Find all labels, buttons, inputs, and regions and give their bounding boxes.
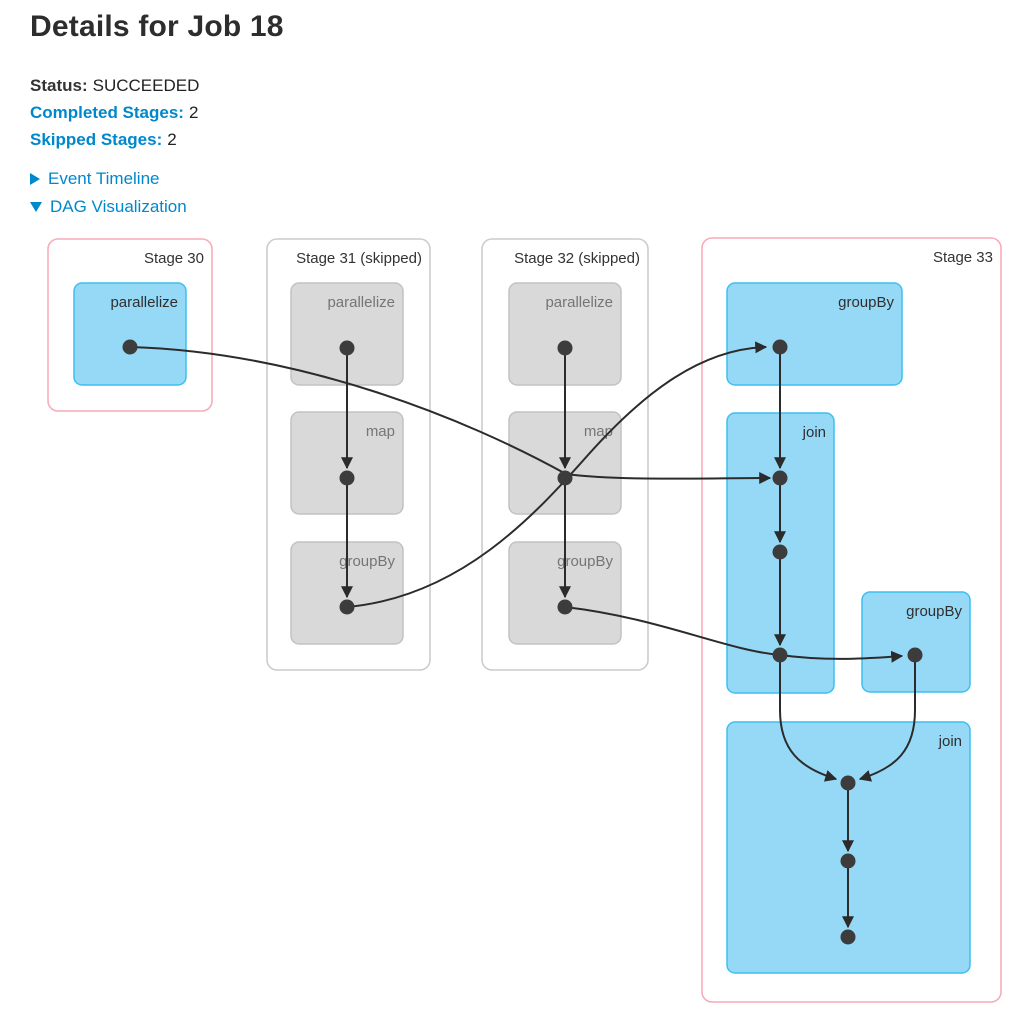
skipped-stages-row: Skipped Stages:2 [30, 126, 199, 153]
skipped-stages-value: 2 [167, 130, 177, 149]
rdd-dot [840, 853, 856, 869]
rdd-dot [840, 775, 856, 791]
collapsible-sections: Event Timeline DAG Visualization [30, 165, 187, 221]
dag-visualization-toggle[interactable]: DAG Visualization [30, 193, 187, 221]
rdd-node-label: join [802, 424, 826, 441]
rdd-dot [772, 647, 788, 663]
rdd-node-label: join [938, 733, 962, 750]
rdd-node-label: groupBy [838, 294, 894, 311]
rdd-node-label: parallelize [545, 294, 613, 311]
rdd-node-label: parallelize [327, 294, 395, 311]
event-timeline-toggle[interactable]: Event Timeline [30, 165, 187, 193]
rdd-dot [122, 339, 138, 355]
rdd-dot [339, 470, 355, 486]
rdd-dot [772, 544, 788, 560]
rdd-dot [339, 599, 355, 615]
completed-stages-value: 2 [188, 103, 199, 122]
event-timeline-label: Event Timeline [48, 169, 160, 188]
stage-label-stage-31-skipped: Stage 31 (skipped) [296, 250, 422, 267]
triangle-down-icon [30, 202, 42, 212]
rdd-dot [907, 647, 923, 663]
completed-stages-row: Completed Stages:2 [30, 99, 199, 126]
triangle-right-icon [30, 173, 40, 185]
rdd-node-label: groupBy [557, 553, 613, 570]
status-label: Status: [30, 76, 88, 95]
rdd-dot [557, 470, 573, 486]
edge-stage33-groupby2-to-join2 [858, 655, 916, 782]
rdd-node-label: parallelize [110, 294, 178, 311]
job-summary: Status:SUCCEEDED Completed Stages:2 Skip… [30, 72, 199, 153]
rdd-dot [557, 599, 573, 615]
completed-stages-link[interactable]: Completed Stages: [30, 103, 184, 122]
skipped-stages-link[interactable]: Skipped Stages: [30, 130, 163, 149]
edge-stage31-groupby-to-stage33-groupby [346, 341, 768, 608]
rdd-dot [772, 470, 788, 486]
dag-visualization-label: DAG Visualization [50, 197, 187, 216]
status-value: SUCCEEDED [92, 76, 200, 95]
stage-label-stage-33: Stage 33 [933, 249, 993, 266]
rdd-dot [840, 929, 856, 945]
rdd-node-label: groupBy [339, 553, 395, 570]
stage-label-stage-32-skipped: Stage 32 (skipped) [514, 250, 640, 267]
rdd-dot [339, 340, 355, 356]
rdd-dot [557, 340, 573, 356]
dots-layer [122, 339, 923, 945]
status-row: Status:SUCCEEDED [30, 72, 199, 99]
rdd-dot [772, 339, 788, 355]
edge-stage30-parallelize-to-stage33-join [129, 346, 772, 485]
rdd-node-stage-30-parallelize [73, 282, 187, 386]
page-title: Details for Job 18 [30, 10, 284, 43]
rdd-node-label: groupBy [906, 603, 962, 620]
rdd-node-label: map [366, 423, 395, 440]
rdd-node-stage-33-groupby [726, 282, 903, 386]
stage-label-stage-30: Stage 30 [144, 250, 204, 267]
edge-stage33-join-to-join2 [779, 655, 838, 782]
